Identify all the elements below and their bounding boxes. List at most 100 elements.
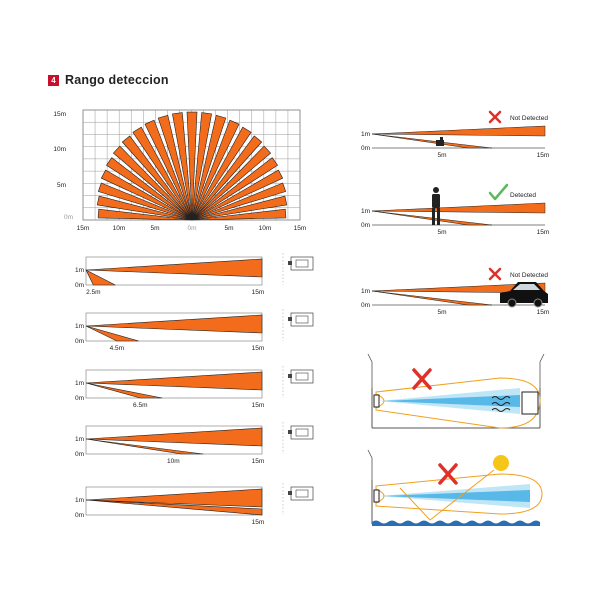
section-number-badge: 4: [48, 74, 59, 86]
side-view-label-1m: 1m: [75, 323, 84, 330]
top-view-fan-chart: 15m 10m 5m 0m 15m 10m 5m 0m 5m 10m 15m: [53, 109, 307, 232]
detect-case-upper-beam: [371, 282, 546, 294]
fan-wedge: [191, 208, 287, 221]
detect-case-label-1m: 1m: [361, 131, 370, 138]
side-view-label-1m: 1m: [75, 436, 84, 443]
mount-device-screen: [295, 259, 309, 268]
mount-device-icon: [290, 486, 314, 501]
mount-sensor-dot: [288, 374, 292, 378]
mount-device-screen: [295, 372, 309, 381]
detect-case-max-label: 15m: [537, 309, 550, 316]
side-view-distance-label: 4.5m: [110, 345, 124, 352]
side-view-upper-beam: [85, 314, 263, 334]
section-title: Rango deteccion: [65, 73, 169, 87]
fan-wedge: [101, 169, 193, 221]
small-animal-icon: [436, 140, 444, 146]
fan-x-label-left-15: 15m: [77, 225, 90, 232]
fan-wedge: [191, 182, 286, 221]
beam-outline: [375, 377, 541, 429]
mount-sensor-dot: [288, 491, 292, 495]
section-header: 4 Rango deteccion: [48, 72, 169, 88]
side-view-max-label: 15m: [252, 519, 265, 526]
person-icon: [432, 187, 440, 225]
side-view-lower-beam: [85, 499, 263, 516]
detect-case-status-label: Not Detected: [510, 115, 548, 122]
fan-wedge: [106, 157, 193, 221]
mount-device-screen: [295, 489, 309, 498]
detect-case-status-label: Not Detected: [510, 272, 548, 279]
fan-wedge: [122, 135, 193, 221]
sun-reflection-ray: [399, 469, 495, 521]
heater-box: [521, 391, 539, 415]
mount-device-screen: [295, 315, 309, 324]
detect-case-max-label: 15m: [537, 229, 550, 236]
fan-wedge: [98, 182, 193, 221]
fan-wedge: [132, 126, 193, 221]
fan-wedge: [191, 195, 288, 221]
fan-x-label-right-15: 15m: [294, 225, 307, 232]
fan-y-label-15: 15m: [53, 111, 66, 118]
detect-case-label-0m: 0m: [361, 145, 370, 152]
mount-device-icon: [290, 369, 314, 384]
side-view-upper-beam: [85, 427, 263, 447]
side-view-max-label: 15m: [252, 345, 265, 352]
detect-case-upper-beam: [371, 202, 546, 214]
fan-y-label-0: 0m: [64, 214, 73, 221]
water-surface: [372, 520, 540, 526]
side-view-upper-beam: [85, 258, 263, 278]
beam-core: [380, 395, 520, 407]
fan-wedge: [191, 115, 227, 221]
not-allowed-cross-icon-2: [438, 463, 458, 485]
side-view-label-1m: 1m: [75, 267, 84, 274]
detected-check-icon: [488, 183, 509, 201]
heat-waves-icon: [491, 396, 511, 412]
fan-wedge: [96, 195, 193, 221]
fan-x-label-center-0: 0m: [187, 225, 196, 232]
roof-left: [367, 353, 373, 388]
side-view-lower-beam: [85, 382, 163, 399]
side-view-label-0m: 0m: [75, 512, 84, 519]
detect-case-mid-label: 5m: [437, 309, 446, 316]
detect-case-lower-beam: [371, 290, 493, 306]
mount-sensor-dot: [288, 430, 292, 434]
detect-case-lower-beam: [371, 133, 493, 149]
not-detected-cross-icon: [488, 267, 502, 281]
mount-device-icon: [290, 256, 314, 271]
detect-case-max-label: 15m: [537, 152, 550, 159]
fan-x-label-right-5: 5m: [224, 225, 233, 232]
warning-sunlight-panel: [367, 449, 543, 526]
fan-wedge: [157, 115, 193, 221]
mount-sensor-dot: [288, 261, 292, 265]
detect-case-label-1m: 1m: [361, 288, 370, 295]
sensor-device-2: [373, 489, 380, 503]
side-view-lower-beam: [85, 325, 139, 342]
side-view-upper-beam: [85, 488, 263, 508]
mount-device-screen: [295, 428, 309, 437]
small-animal-head: [440, 137, 443, 141]
fan-wedge: [191, 112, 212, 221]
beam2-core: [380, 490, 530, 502]
side-view-max-label: 15m: [252, 458, 265, 465]
side-view-label-1m: 1m: [75, 380, 84, 387]
fan-wedge: [113, 145, 193, 221]
fan-wedge: [191, 157, 278, 221]
not-detected-cross-icon: [488, 110, 502, 124]
fan-y-label-5: 5m: [57, 182, 66, 189]
side-view-max-label: 15m: [252, 289, 265, 296]
sun-icon: [493, 455, 509, 471]
fan-wedge: [191, 145, 271, 221]
side-view-lower-beam: [85, 438, 204, 455]
side-view-label-1m: 1m: [75, 497, 84, 504]
fan-wedge: [191, 126, 252, 221]
side-view-panel-5: 1m 0m 15m: [75, 483, 314, 526]
fan-wedges: [96, 111, 288, 221]
side-view-max-label: 15m: [252, 402, 265, 409]
fan-y-label-10: 10m: [53, 146, 66, 153]
